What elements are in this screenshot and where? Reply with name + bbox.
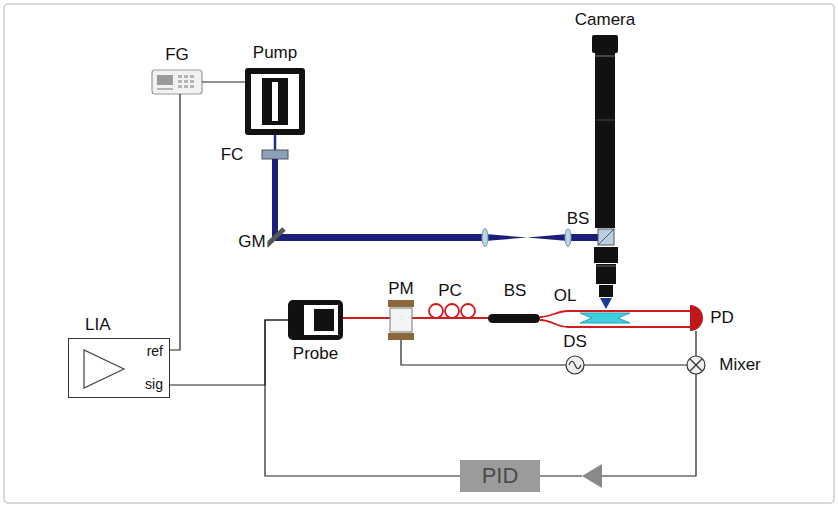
- photodiode: [690, 305, 703, 331]
- frame: [4, 4, 834, 503]
- signal-wire: [265, 320, 460, 476]
- part-label: BS: [565, 210, 592, 229]
- function-generator: FG: [152, 70, 202, 94]
- camera: Camera: [592, 35, 618, 228]
- port-label: ref: [147, 344, 163, 359]
- pump-laser: [245, 68, 305, 135]
- pump-beam: [272, 159, 600, 241]
- lens: [565, 229, 571, 247]
- signal-wire: [170, 320, 288, 385]
- part-label: FC: [219, 146, 246, 165]
- signal-wire: [170, 94, 180, 350]
- function-generator-icon: [152, 70, 202, 94]
- lock-in-amplifier: LIArefsig: [68, 338, 170, 398]
- focused-beam: [600, 298, 612, 309]
- part-label: PM: [386, 280, 416, 299]
- part-label: Mixer: [717, 356, 763, 375]
- port-label: sig: [145, 377, 163, 392]
- sample-chip: [580, 313, 630, 323]
- part-label: GM: [236, 233, 267, 252]
- amplifier-symbol: [582, 464, 602, 488]
- lens: [482, 229, 488, 247]
- part-label: DS: [561, 333, 589, 352]
- fiber-collimator: [262, 150, 288, 159]
- drive-source: [566, 356, 584, 374]
- signal-wire: [401, 331, 696, 476]
- pid-controller: PID: [460, 460, 540, 492]
- laser-source: Probe: [288, 300, 343, 340]
- amplifier-symbol: [84, 350, 124, 388]
- phase-modulator: [388, 300, 414, 340]
- node-label: Pump: [253, 44, 297, 63]
- galvo-mirror: [266, 229, 284, 246]
- part-label: PC: [436, 282, 464, 301]
- part-label: PD: [708, 309, 736, 328]
- camera-tube: [592, 35, 618, 228]
- node-label: FG: [165, 46, 189, 65]
- signal-wire: [202, 81, 245, 82]
- objective-lens: [594, 247, 618, 297]
- part-label: OL: [552, 287, 579, 306]
- fiber-coupler: [488, 314, 540, 323]
- part-label: BS: [502, 282, 529, 301]
- laser-source: Pump: [245, 68, 305, 135]
- node-label: PID: [482, 464, 519, 488]
- mixer-symbol: [687, 356, 705, 374]
- node-label: Probe: [293, 345, 338, 364]
- node-label: LIA: [85, 316, 111, 335]
- beam-splitter-cube: [598, 229, 614, 245]
- beam-splitter-cube: [598, 229, 614, 245]
- node-label: Camera: [575, 11, 635, 30]
- probe-laser: [288, 300, 343, 340]
- pump-fiber: [274, 135, 277, 150]
